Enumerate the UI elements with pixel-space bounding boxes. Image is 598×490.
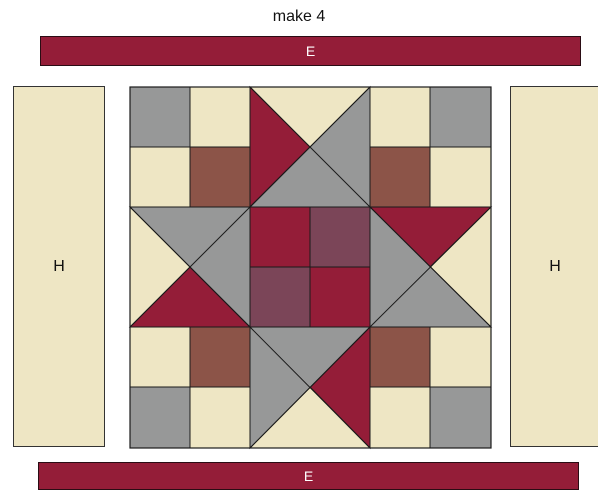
center-plum-square bbox=[250, 267, 310, 327]
corner-gray-square bbox=[430, 87, 491, 147]
center-red-square bbox=[250, 207, 310, 267]
center-red-square bbox=[310, 267, 370, 327]
corner-brown-square bbox=[190, 327, 250, 387]
corner-brown-square bbox=[370, 327, 430, 387]
center-plum-square bbox=[310, 207, 370, 267]
corner-gray-square bbox=[130, 87, 190, 147]
corner-brown-square bbox=[370, 147, 430, 207]
corner-gray-square bbox=[430, 387, 491, 448]
corner-brown-square bbox=[190, 147, 250, 207]
corner-gray-square bbox=[130, 387, 190, 448]
strip-e-bottom: E bbox=[38, 462, 579, 490]
strip-e-bottom-label: E bbox=[304, 468, 313, 484]
